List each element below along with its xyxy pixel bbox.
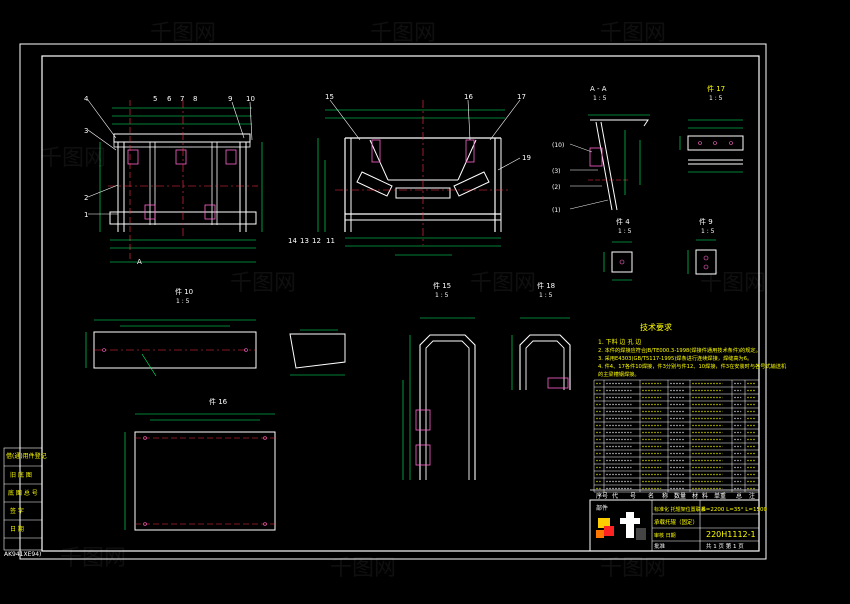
logo-block-orange bbox=[596, 530, 604, 538]
part-15-scale: 1 : 5 bbox=[435, 292, 449, 299]
callout-3: 3 bbox=[84, 127, 88, 135]
callout-14: 14 bbox=[288, 237, 297, 245]
title-equipment: B=2200 L=35° L=1500 bbox=[702, 507, 767, 513]
part-15-view: 件 15 1 : 5 bbox=[402, 281, 476, 480]
callout-7: 7 bbox=[180, 95, 184, 103]
section-aa-title: A - A bbox=[590, 85, 607, 93]
callout-aa-2: (2) bbox=[552, 184, 561, 191]
part-18-title: 件 18 bbox=[537, 281, 555, 290]
callout-15: 15 bbox=[325, 93, 334, 101]
parts-list-table bbox=[593, 379, 760, 493]
callout-8: 8 bbox=[193, 95, 197, 103]
title-header-code1: 代 bbox=[612, 492, 618, 500]
stamp-row-1: 借(通)用件登记 bbox=[6, 452, 47, 460]
part-4-title: 件 4 bbox=[616, 217, 630, 226]
callout-aa-3: (3) bbox=[552, 168, 561, 175]
stamp-row-4: 签 字 bbox=[10, 507, 24, 515]
callout-13: 13 bbox=[300, 237, 309, 245]
tech-req-line-4: 4. 件4、17各件10焊接，件3分别与件12、10焊接，件3在安装时与各号式输… bbox=[598, 362, 787, 370]
part-10-title: 件 10 bbox=[175, 287, 193, 296]
logo-block-white-stem bbox=[626, 512, 634, 538]
inner-sheet-border bbox=[41, 55, 760, 552]
logo-block-yellow bbox=[598, 518, 610, 528]
title-header-name1: 名 bbox=[648, 492, 654, 500]
title-header-qty: 数量 bbox=[674, 492, 686, 500]
title-header-note: 注 bbox=[749, 492, 755, 500]
stamp-bottom-code: AK941XE94) bbox=[4, 551, 41, 558]
part-9-view: 件 9 1 : 5 bbox=[687, 217, 717, 275]
technical-requirements: 技术要求 1. 下料 边 孔 边 2. 本件的焊接应符合JB/TE000.3-1… bbox=[598, 322, 787, 378]
callout-11: 11 bbox=[326, 237, 335, 245]
part-17-view: 件 17 1 : 5 bbox=[679, 84, 744, 173]
tech-req-line-2: 2. 本件的焊接应符合JB/TE000.3-1998(焊接件通用技术条件)的规定… bbox=[598, 346, 761, 354]
tech-req-line-1: 1. 下料 边 孔 边 bbox=[598, 338, 641, 346]
stamp-row-5: 日 期 bbox=[10, 525, 24, 533]
callout-aa-10: (10) bbox=[552, 142, 564, 149]
tech-req-line-3: 3. 采用E4303(GB/T5117-1995)焊条进行连续焊接，焊缝高为6。 bbox=[598, 354, 752, 362]
callout-4: 4 bbox=[84, 95, 89, 103]
part-10-view: 件 10 1 : 5 bbox=[85, 287, 346, 377]
part-18-scale: 1 : 5 bbox=[539, 292, 553, 299]
title-header-mat1: 材 bbox=[692, 492, 698, 500]
title-drawing-name: 承载托辊（固定） bbox=[654, 518, 698, 526]
outer-sheet-border bbox=[19, 43, 767, 560]
callout-10: 10 bbox=[246, 95, 255, 103]
tech-req-title: 技术要求 bbox=[640, 322, 672, 332]
callout-17: 17 bbox=[517, 93, 526, 101]
part-4-scale: 1 : 5 bbox=[618, 228, 632, 235]
title-approve: 批准 bbox=[654, 542, 666, 550]
callout-5: 5 bbox=[153, 95, 157, 103]
title-header-unitwt: 单重 bbox=[714, 492, 726, 500]
title-block: 序号 代 号 名 称 数量 材 料 单重 总 注 部件 标准化 托辊架位置联系 … bbox=[589, 489, 767, 552]
stamp-row-3: 底 图 总 号 bbox=[8, 489, 38, 497]
title-header-total: 总 bbox=[736, 492, 742, 500]
callout-aa-1: (1) bbox=[552, 207, 561, 214]
section-mark-a: A bbox=[137, 258, 142, 266]
part-9-title: 件 9 bbox=[699, 217, 713, 226]
callout-6: 6 bbox=[167, 95, 172, 103]
title-header-name2: 称 bbox=[662, 492, 668, 500]
part-18-view: 件 18 1 : 5 bbox=[511, 281, 571, 390]
drawing-number: 220H1112-1 bbox=[706, 530, 756, 539]
title-row3: 审核 日期 bbox=[654, 532, 676, 539]
callout-1: 1 bbox=[84, 211, 88, 219]
side-view: 15 16 17 19 14 13 12 11 bbox=[288, 93, 531, 256]
stamp-row-2: 旧 底 图 bbox=[10, 471, 32, 479]
title-header-code2: 号 bbox=[630, 493, 636, 500]
main-front-view: 4 5 6 7 8 9 10 3 2 1 A bbox=[84, 95, 263, 266]
title-row2: 标准化 托辊架位置联系 bbox=[654, 506, 706, 513]
callout-9: 9 bbox=[228, 95, 232, 103]
part-4-view: 件 4 1 : 5 bbox=[603, 217, 633, 281]
tech-req-line-5: 的主梁槽钢焊接。 bbox=[598, 370, 640, 378]
part-16-view: 件 16 bbox=[124, 397, 276, 531]
title-sheet: 共 1 页 第 1 页 bbox=[706, 542, 744, 550]
callout-16: 16 bbox=[464, 93, 473, 101]
logo-block-red bbox=[604, 526, 614, 536]
title-header-mat2: 料 bbox=[702, 492, 708, 500]
part-17-scale: 1 : 5 bbox=[709, 95, 723, 102]
section-a-a-view: A - A 1 : 5 (10) (3) (2) (1) bbox=[552, 85, 650, 214]
left-stamp-block: 借(通)用件登记 旧 底 图 底 图 总 号 签 字 日 期 AK941XE94… bbox=[3, 447, 47, 558]
part-17-title: 件 17 bbox=[707, 84, 725, 93]
part-10-scale: 1 : 5 bbox=[176, 298, 190, 305]
title-header-no: 序号 bbox=[596, 492, 608, 500]
callout-12: 12 bbox=[312, 237, 321, 245]
part-16-title: 件 16 bbox=[209, 397, 228, 406]
callout-19: 19 bbox=[522, 154, 531, 162]
section-aa-scale: 1 : 5 bbox=[593, 95, 607, 102]
callout-2: 2 bbox=[84, 194, 88, 202]
part-9-scale: 1 : 5 bbox=[701, 228, 715, 235]
part-15-title: 件 15 bbox=[433, 281, 451, 290]
logo-block-grey bbox=[636, 528, 646, 540]
part-label: 部件 bbox=[596, 504, 608, 512]
